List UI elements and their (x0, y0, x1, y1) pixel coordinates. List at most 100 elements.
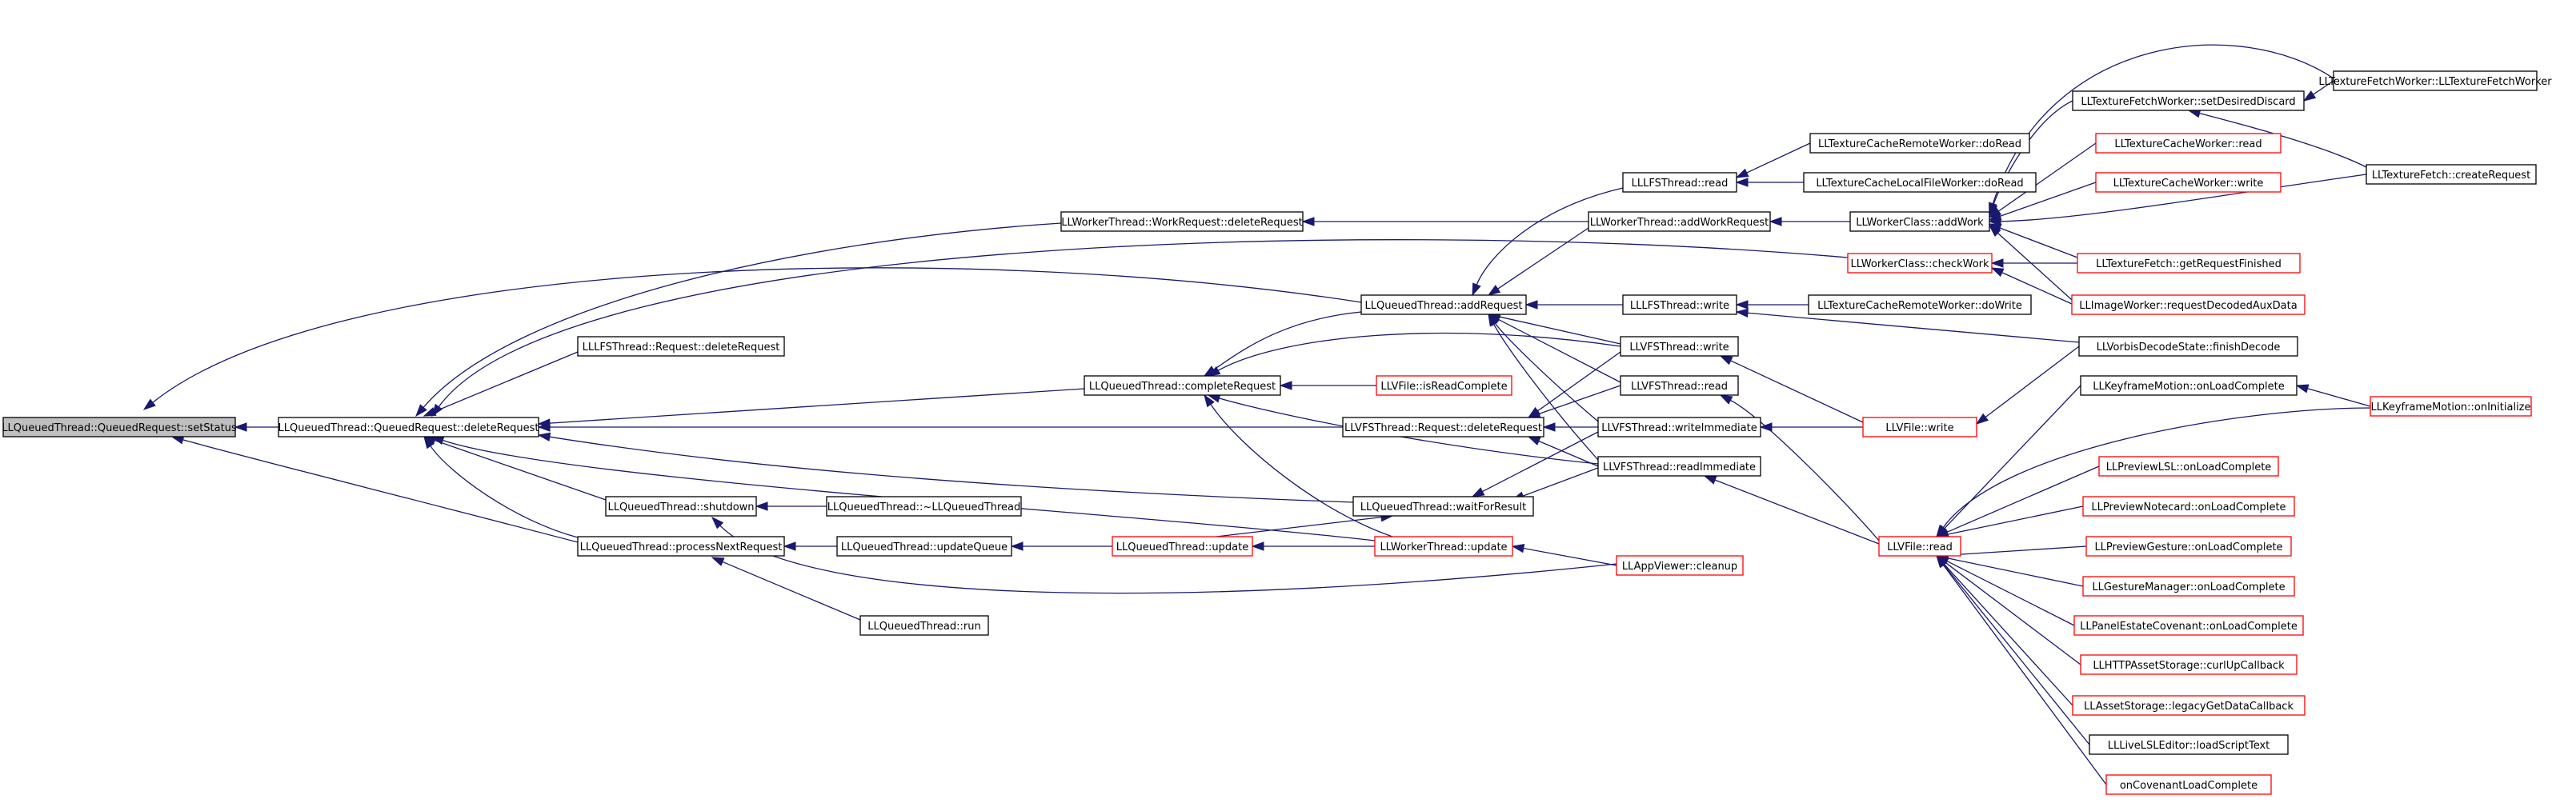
edge-reqDecodedAux-checkWork (1990, 267, 2073, 305)
node-box (605, 496, 757, 517)
node-delete-request[interactable]: LLQueuedThread::QueuedRequest::deleteReq… (278, 417, 539, 437)
node-create-request[interactable]: LLTextureFetch::createRequest (2366, 164, 2537, 185)
edge-kfInit-vfileRead (1936, 407, 2371, 538)
node-app-cleanup[interactable]: LLAppViewer::cleanup (1616, 555, 1744, 576)
node-box (1360, 294, 1527, 315)
node-label: LLQueuedThread::update (1116, 541, 1248, 553)
edge-readImmediate-addRequest (1488, 313, 1599, 461)
edge-vfsReqDelete-deleteRequest (537, 422, 1343, 432)
node-vfile-read[interactable]: LLVFile::read (1878, 536, 1961, 557)
node-label: LLLFSThread::Request::deleteRequest (583, 342, 780, 354)
node-tcw-read[interactable]: LLTextureCacheWorker::read (2095, 133, 2282, 154)
node-update-queue[interactable]: LLQueuedThread::updateQueue (836, 536, 1012, 557)
node-vfs-write[interactable]: LLVFSThread::write (1620, 336, 1739, 357)
edge-remoteDoWrite-lfsWrite (1735, 300, 1809, 310)
edge-addWorkRequest-wtDeleteRequest (1301, 217, 1588, 226)
edge-legacyGet-vfileRead (1935, 554, 2073, 706)
node-local-do-read[interactable]: LLTextureCacheLocalFileWorker::doRead (1803, 172, 2037, 193)
node-add-request[interactable]: LLQueuedThread::addRequest (1360, 294, 1527, 315)
node-box (1862, 417, 1977, 437)
node-write-immediate[interactable]: LLVFSThread::writeImmediate (1597, 417, 1761, 437)
edge-lfsWrite-addRequest (1524, 300, 1623, 310)
node-gesture-mgr[interactable]: LLGestureManager::onLoadComplete (2082, 576, 2295, 597)
node-legacy-get[interactable]: LLAssetStorage::legacyGetDataCallback (2072, 695, 2306, 716)
node-curl-up[interactable]: LLHTTPAssetStorage::curlUpCallback (2080, 654, 2298, 675)
node-box (1803, 172, 2037, 193)
edge-deleteRequest-setStatus (234, 422, 278, 432)
node-label: LLAssetStorage::legacyGetDataCallback (2084, 701, 2294, 713)
node-dtor[interactable]: LLQueuedThread::~LLQueuedThread (826, 496, 1022, 517)
node-box (859, 615, 989, 636)
node-load-script-text[interactable]: LLLiveLSLEditor::loadScriptText (2089, 734, 2289, 755)
node-complete-request[interactable]: LLQueuedThread::completeRequest (1084, 375, 1281, 396)
node-read-immediate[interactable]: LLVFSThread::readImmediate (1597, 456, 1761, 477)
node-label: LLWorkerClass::checkWork (1850, 258, 1989, 270)
node-box (2082, 496, 2295, 517)
node-req-decoded-aux[interactable]: LLImageWorker::requestDecodedAuxData (2071, 294, 2306, 315)
node-label: LLTextureCacheWorker::write (2113, 178, 2264, 190)
node-preview-l-s-l[interactable]: LLPreviewLSL::onLoadComplete (2098, 456, 2279, 477)
node-box (2077, 253, 2301, 274)
node-label: LLPreviewGesture::onLoadComplete (2094, 541, 2282, 553)
edge-vfileWrite-vfsWrite (1719, 355, 1864, 423)
node-vfile-write[interactable]: LLVFile::write (1862, 417, 1977, 437)
edge-getReqFinished-addWork (1988, 223, 2078, 258)
node-box (2, 417, 236, 437)
node-shutdown[interactable]: LLQueuedThread::shutdown (605, 496, 757, 517)
node-box (2098, 456, 2279, 477)
node-on-covenant[interactable]: onCovenantLoadComplete (2105, 774, 2272, 795)
node-estate-covenant[interactable]: LLPanelEstateCovenant::onLoadComplete (2073, 615, 2304, 636)
node-vfs-req-delete[interactable]: LLVFSThread::Request::deleteRequest (1342, 417, 1544, 437)
node-set-desired-discard[interactable]: LLTextureFetchWorker::setDesiredDiscard (2072, 90, 2305, 111)
edge-wtUpdate-deleteRequest (431, 436, 1376, 541)
node-run[interactable]: LLQueuedThread::run (859, 615, 989, 636)
node-label: LLTextureCacheLocalFileWorker::doRead (1816, 178, 2023, 190)
node-qt-update[interactable]: LLQueuedThread::update (1112, 536, 1253, 557)
node-wt-update[interactable]: LLWorkerThread::update (1374, 536, 1513, 557)
edge-vfsWrite-addRequest (1487, 312, 1621, 345)
node-tcw-write[interactable]: LLTextureCacheWorker::write (2095, 172, 2282, 193)
edge-vfileRead-readImmediate (1703, 475, 1880, 545)
node-label: LLQueuedThread::waitForResult (1360, 501, 1526, 513)
node-remote-do-write[interactable]: LLTextureCacheRemoteWorker::doWrite (1808, 294, 2032, 315)
node-label: LLTextureCacheRemoteWorker::doWrite (1817, 300, 2022, 312)
node-vfs-read[interactable]: LLVFSThread::read (1620, 375, 1739, 396)
node-kf-load-complete[interactable]: LLKeyframeMotion::onLoadComplete (2080, 375, 2298, 396)
node-tfw-ctor[interactable]: LLTextureFetchWorker::LLTextureFetchWork… (2318, 70, 2552, 91)
node-label: LLTextureFetchWorker::setDesiredDiscard (2081, 96, 2295, 108)
node-is-read-complete[interactable]: LLVFile::isReadComplete (1376, 375, 1512, 396)
node-lfs-req-delete[interactable]: LLLFSThread::Request::deleteRequest (577, 336, 785, 357)
node-finish-decode[interactable]: LLVorbisDecodeState::finishDecode (2078, 336, 2298, 357)
node-label: LLPreviewNotecard::onLoadComplete (2091, 501, 2286, 513)
node-set-status[interactable]: LLQueuedThread::QueuedRequest::setStatus (2, 417, 237, 437)
node-box (577, 536, 785, 557)
node-lfs-read[interactable]: LLLFSThread::read (1622, 172, 1737, 193)
node-box (1588, 211, 1771, 232)
node-remote-do-read[interactable]: LLTextureCacheRemoteWorker::doRead (1809, 133, 2030, 154)
node-label: LLHTTPAssetStorage::curlUpCallback (2093, 660, 2285, 672)
node-label: onCovenantLoadComplete (2120, 780, 2258, 792)
node-label: LLQueuedThread::updateQueue (841, 541, 1008, 553)
node-preview-notecard[interactable]: LLPreviewNotecard::onLoadComplete (2082, 496, 2295, 517)
node-add-work-request[interactable]: LLWorkerThread::addWorkRequest (1588, 211, 1771, 232)
node-lfs-write[interactable]: LLLFSThread::write (1622, 294, 1737, 315)
node-kf-init[interactable]: LLKeyframeMotion::onInitialize (2370, 396, 2532, 417)
edge-run-processNext (711, 557, 861, 621)
node-label: LLVorbisDecodeState::finishDecode (2097, 342, 2281, 354)
node-wt-delete-request[interactable]: LLWorkerThread::WorkRequest::deleteReque… (1060, 211, 1304, 232)
node-preview-gesture[interactable]: LLPreviewGesture::onLoadComplete (2085, 536, 2292, 557)
edge-wtUpdate-completeRequest (1204, 394, 1393, 537)
node-wait-for-result[interactable]: LLQueuedThread::waitForResult (1352, 496, 1534, 517)
node-box (1597, 456, 1761, 477)
node-check-work[interactable]: LLWorkerClass::checkWork (1847, 253, 1993, 274)
node-label: LLQueuedThread::shutdown (607, 501, 754, 513)
edge-onCovenant-vfileRead (1936, 554, 2107, 785)
node-box (2095, 133, 2282, 154)
edge-addRequest-setStatus (142, 267, 1362, 410)
node-box (1376, 375, 1512, 396)
node-add-work[interactable]: LLWorkerClass::addWork (1849, 211, 1990, 232)
node-process-next[interactable]: LLQueuedThread::processNextRequest (577, 536, 785, 557)
node-box (2095, 172, 2282, 193)
node-get-req-finished[interactable]: LLTextureFetch::getRequestFinished (2077, 253, 2301, 274)
